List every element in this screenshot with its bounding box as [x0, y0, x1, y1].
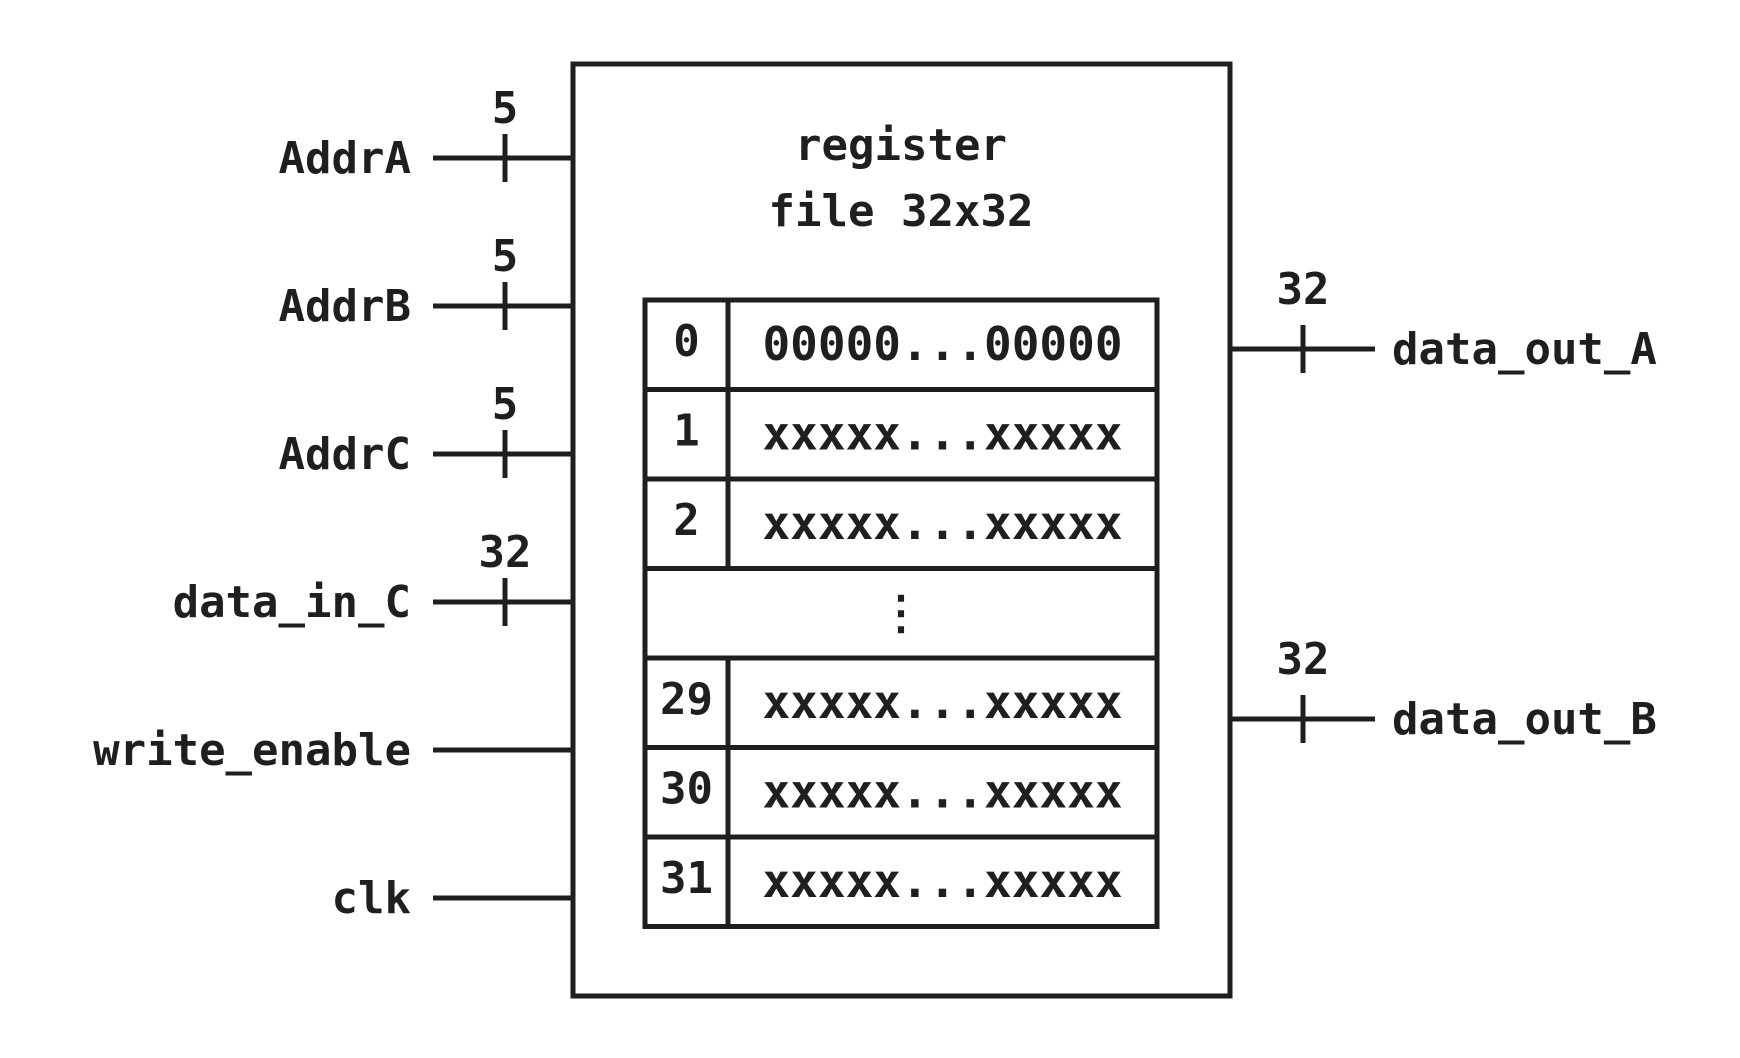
register-table-border: [642, 297, 1160, 929]
input-label: clk: [332, 873, 411, 924]
register-index: 30: [660, 763, 713, 814]
input-addr-a: AddrA 5: [279, 83, 573, 184]
bus-width-label: 32: [1277, 264, 1330, 315]
register-value: xxxxx...xxxxx: [762, 854, 1122, 908]
block-title-line1: register: [795, 120, 1007, 171]
output-label: data_out_B: [1392, 694, 1657, 745]
register-value: xxxxx...xxxxx: [762, 406, 1122, 460]
input-data-in-c: data_in_C 32: [173, 527, 573, 628]
register-index: 1: [673, 405, 700, 456]
input-label: write_enable: [93, 725, 411, 776]
register-file-block: [570, 61, 1233, 999]
register-row: 30 xxxxx...xxxxx: [645, 745, 1157, 837]
ellipsis-marker: ⋮: [878, 585, 924, 639]
input-ports: AddrA5AddrB5AddrC5data_in_C32write_enabl…: [93, 83, 573, 924]
output-label: data_out_A: [1392, 324, 1657, 375]
register-index: 29: [660, 674, 713, 725]
bus-width-label: 5: [492, 379, 519, 430]
input-addr-b: AddrB 5: [279, 231, 573, 332]
input-clk: clk: [332, 873, 573, 924]
register-table: 0 00000...00000 1 xxxxx...xxxxx 2 xxxxx...xxx…: [642, 297, 1160, 929]
register-index: 2: [673, 495, 700, 546]
register-row: 29 xxxxx...xxxxx: [645, 655, 1157, 748]
bus-width-label: 5: [492, 231, 519, 282]
register-value: xxxxx...xxxxx: [762, 496, 1122, 550]
input-label: AddrB: [279, 281, 411, 332]
register-value: xxxxx...xxxxx: [762, 675, 1122, 729]
register-row: 31 xxxxx...xxxxx: [645, 834, 1157, 927]
register-row-ellipsis: ⋮: [645, 566, 1157, 639]
register-row: 1 xxxxx...xxxxx: [645, 387, 1157, 479]
bus-width-label: 32: [479, 527, 532, 578]
register-value: 00000...00000: [762, 317, 1122, 371]
block-title-line2: file 32x32: [769, 186, 1034, 237]
input-write-enable: write_enable: [93, 725, 573, 776]
output-data-out-a: data_out_A 32: [1230, 264, 1657, 375]
bus-width-label: 32: [1277, 634, 1330, 685]
register-row: 2 xxxxx...xxxxx: [645, 476, 1157, 569]
register-row: 0 00000...00000: [673, 300, 1123, 390]
input-label: data_in_C: [173, 577, 411, 628]
register-index: 0: [673, 316, 700, 367]
output-data-out-b: data_out_B 32: [1230, 634, 1657, 745]
input-label: AddrA: [279, 133, 411, 184]
input-addr-c: AddrC 5: [279, 379, 573, 480]
bus-width-label: 5: [492, 83, 519, 134]
input-label: AddrC: [279, 429, 411, 480]
output-ports: data_out_A 32 data_out_B 32: [1230, 264, 1657, 745]
register-index: 31: [660, 853, 713, 904]
register-value: xxxxx...xxxxx: [762, 764, 1122, 818]
